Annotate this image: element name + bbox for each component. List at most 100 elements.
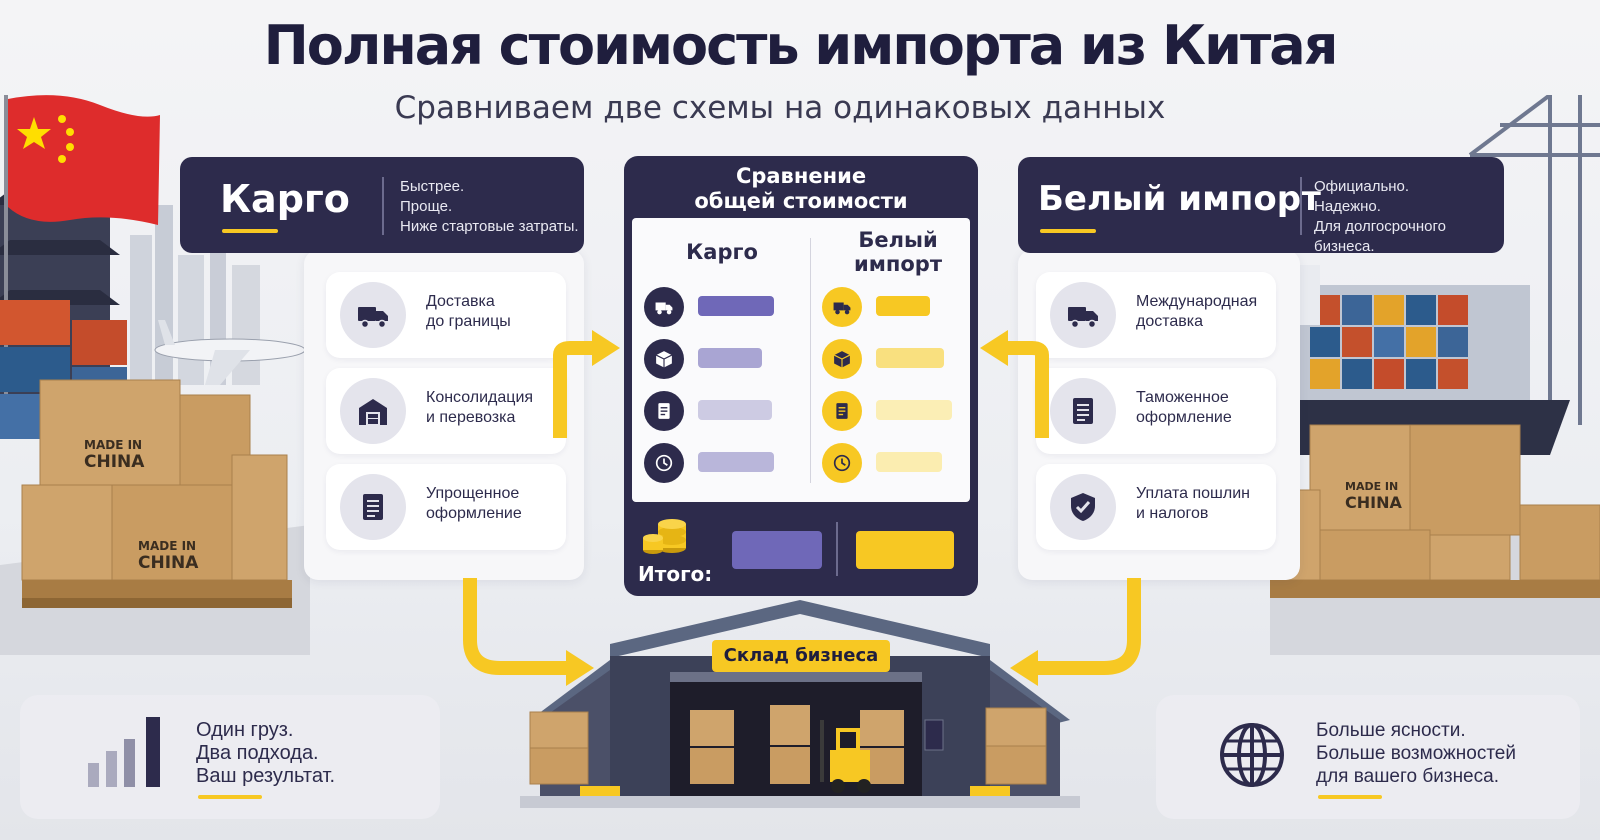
white-bar	[876, 452, 942, 472]
cargo-bar	[698, 348, 762, 368]
item-label: оформление	[1136, 409, 1232, 426]
note-line: Больше возможностей	[1316, 743, 1516, 764]
document-icon	[644, 391, 684, 431]
comparison-title-line: общей стоимости	[694, 189, 908, 213]
cargo-item-delivery: Доставка до границы	[326, 272, 566, 358]
item-label: и перевозка	[426, 409, 516, 426]
comparison-card: Сравнение общей стоимости Карго Белый им…	[624, 156, 978, 596]
box-label: MADE IN	[138, 539, 196, 553]
total-label: Итого:	[638, 562, 713, 586]
white-import-title-underline	[1040, 229, 1096, 233]
warehouse-illustration	[520, 600, 1080, 808]
comparison-body: Карго Белый импорт	[632, 218, 970, 502]
arrow-white-to-center	[1006, 341, 1049, 438]
bottom-right-note: Больше ясности. Больше возможностей для …	[1156, 695, 1580, 819]
white-import-note: Официально.	[1314, 178, 1410, 195]
note-underline	[1318, 795, 1382, 799]
seaport-illustration: MADE IN CHINA	[1270, 95, 1600, 655]
arrow-white-to-warehouse	[1034, 578, 1141, 675]
column-header-white-line: Белый	[858, 228, 938, 252]
box-icon	[644, 339, 684, 379]
white-import-note: Для долгосрочного бизнеса.	[1314, 218, 1446, 255]
note-line: Один груз.	[196, 719, 294, 741]
note-line: Два подхода.	[196, 742, 319, 764]
white-import-title: Белый импорт	[1038, 179, 1321, 219]
document-icon	[822, 391, 862, 431]
arrow-cargo-to-center	[553, 341, 594, 438]
cargo-header: Карго Быстрее. Проще. Ниже стартовые зат…	[180, 157, 584, 253]
note-underline	[198, 795, 262, 799]
airplane-icon	[154, 320, 306, 385]
arrow-head-icon	[1010, 650, 1038, 686]
white-import-notes: Официально. Надежно. Для долгосрочного б…	[1314, 177, 1504, 257]
cargo-total-box	[732, 531, 822, 569]
document-icon	[340, 474, 406, 540]
cargo-note: Ниже стартовые затраты.	[400, 218, 579, 235]
white-item-duties: Уплата пошлин и налогов	[1036, 464, 1276, 550]
forklift-icon	[820, 720, 871, 793]
column-header-cargo: Карго	[686, 240, 758, 264]
cargo-bar	[698, 400, 772, 420]
truck-icon	[1050, 282, 1116, 348]
item-label: Уплата пошлин	[1136, 485, 1250, 502]
total-divider	[836, 522, 838, 576]
coins-icon	[643, 519, 686, 554]
column-header-white-line: импорт	[853, 252, 943, 276]
arrow-head-icon	[980, 330, 1008, 366]
cargo-item-consolidation: Консолидация и перевозка	[326, 368, 566, 454]
bottom-left-note: Один груз. Два подхода. Ваш результат.	[20, 695, 440, 819]
globe-icon	[1220, 723, 1284, 787]
document-icon	[1050, 378, 1116, 444]
china-port-illustration: MADE IN CHINA MADE IN CHINA	[0, 95, 310, 655]
white-import-separator	[1300, 177, 1302, 235]
cargo-bar	[698, 452, 774, 472]
arrow-cargo-to-warehouse	[463, 578, 570, 675]
cargo-bar	[698, 296, 774, 316]
white-bar	[876, 348, 944, 368]
item-label: Таможенное	[1136, 389, 1229, 406]
cargo-title-underline	[222, 229, 278, 233]
clock-icon	[822, 443, 862, 483]
item-label: Консолидация	[426, 389, 534, 406]
item-label: оформление	[426, 505, 522, 522]
note-line: для вашего бизнеса.	[1316, 766, 1499, 787]
item-label: и налогов	[1136, 505, 1209, 522]
item-label: доставка	[1136, 313, 1204, 330]
box-label: CHINA	[1345, 493, 1402, 512]
star-icon	[17, 115, 74, 163]
box-label: CHINA	[138, 553, 199, 573]
white-item-customs: Таможенное оформление	[1036, 368, 1276, 454]
bar-chart-icon	[88, 717, 160, 787]
column-header-white: Белый импорт	[828, 228, 968, 276]
warehouse-sign: Склад бизнеса	[712, 640, 890, 672]
box-label: MADE IN	[84, 438, 142, 452]
cargo-item-simplified-clearance: Упрощенное оформление	[326, 464, 566, 550]
white-import-header: Белый импорт Официально. Надежно. Для до…	[1018, 157, 1504, 255]
cargo-notes: Быстрее. Проще. Ниже стартовые затраты.	[400, 177, 579, 237]
cargo-separator	[382, 177, 384, 235]
white-bar	[876, 400, 952, 420]
arrow-head-icon	[592, 330, 620, 366]
box-label: CHINA	[84, 452, 145, 472]
arrow-head-icon	[566, 650, 594, 686]
column-divider	[810, 238, 811, 483]
comparison-title: Сравнение общей стоимости	[624, 164, 978, 214]
page-title: Полная стоимость импорта из Китая	[263, 14, 1339, 77]
white-total-box	[856, 531, 954, 569]
clock-icon	[644, 443, 684, 483]
white-item-international-delivery: Международная доставка	[1036, 272, 1276, 358]
truck-icon	[340, 282, 406, 348]
item-label: до границы	[426, 313, 511, 330]
white-bar	[876, 296, 930, 316]
warehouse-icon	[340, 378, 406, 444]
item-label: Международная	[1136, 293, 1258, 310]
cargo-title: Карго	[220, 177, 350, 221]
item-label: Упрощенное	[426, 485, 520, 502]
note-line: Больше ясности.	[1316, 720, 1466, 741]
page-subtitle: Сравниваем две схемы на одинаковых данны…	[394, 90, 1166, 126]
comparison-title-line: Сравнение	[735, 164, 867, 188]
shield-check-icon	[1050, 474, 1116, 540]
cargo-note: Быстрее.	[400, 178, 465, 195]
item-label: Доставка	[426, 293, 495, 310]
